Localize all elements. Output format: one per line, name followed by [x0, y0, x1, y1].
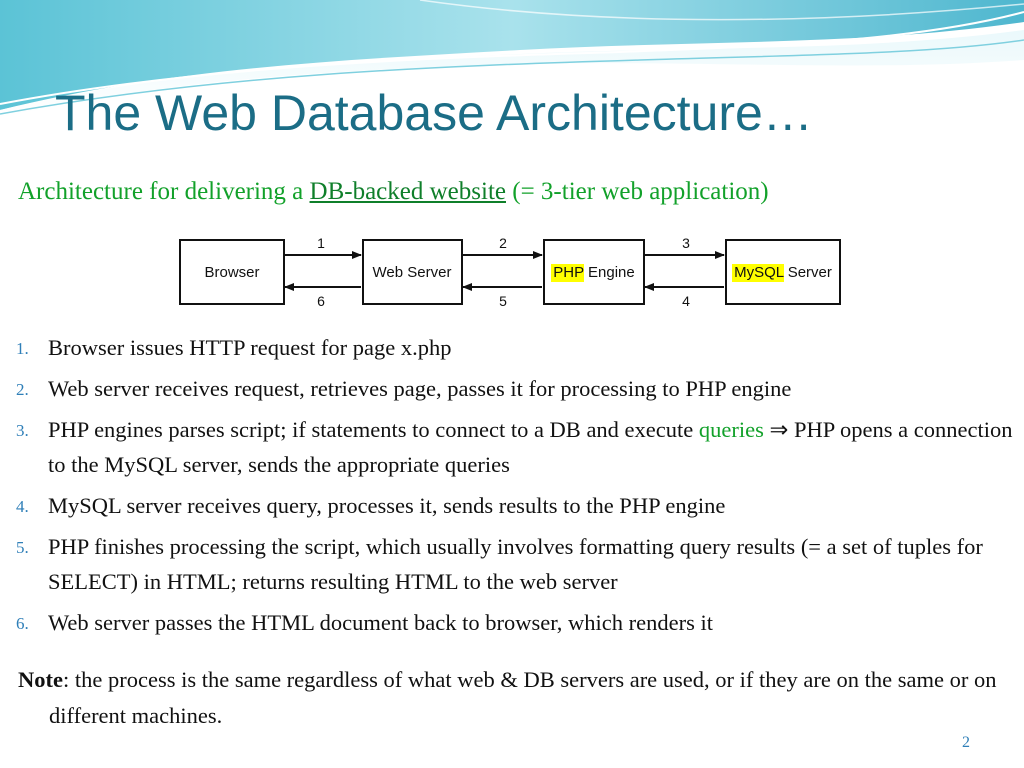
queries-keyword: queries — [698, 417, 764, 442]
slide-subtitle: Architecture for delivering a DB-backed … — [18, 178, 769, 206]
arrow-4-label: 4 — [682, 293, 690, 309]
steps-list: 1. Browser issues HTTP request for page … — [16, 330, 1016, 646]
php-highlight — [551, 264, 584, 282]
step-text-after: ⇒ PHP opens a connection to the MySQL se… — [48, 417, 1013, 477]
step-number: 3. — [16, 421, 29, 440]
mysql-highlight — [732, 264, 784, 282]
mysql-server-rest: Server — [784, 264, 832, 281]
browser-node — [179, 239, 285, 305]
step-text: Web server receives request, retrieves p… — [48, 376, 792, 401]
note-label: Note — [18, 667, 63, 692]
web-server-node — [362, 239, 463, 305]
step-text: Web server passes the HTML document back… — [48, 610, 714, 635]
arrow-2-label: 2 — [499, 235, 507, 251]
step-text-before: PHP engines parses script; if statements… — [48, 417, 699, 442]
step-4: 4. MySQL server receives query, processe… — [16, 488, 1016, 523]
header-wave-decoration — [0, 0, 1024, 118]
browser-node-label: Browser — [204, 264, 259, 281]
note-text: : the process is the same regardless of … — [49, 667, 997, 728]
slide-title: The Web Database Architecture… — [55, 85, 813, 141]
step-2: 2. Web server receives request, retrieve… — [16, 371, 1016, 406]
php-highlight-text: PHP — [553, 264, 584, 281]
php-engine-rest: Engine — [584, 264, 635, 281]
page-number: 2 — [962, 734, 970, 751]
php-engine-node-label: PHP Engine — [553, 264, 634, 281]
step-text: MySQL server receives query, processes i… — [48, 493, 726, 518]
step-5: 5. PHP finishes processing the script, w… — [16, 529, 1016, 599]
subtitle-suffix: (= 3-tier web application) — [506, 178, 769, 205]
step-6: 6. Web server passes the HTML document b… — [16, 605, 1016, 640]
arrow-1-label: 1 — [317, 235, 325, 251]
step-3: 3. PHP engines parses script; if stateme… — [16, 412, 1016, 482]
mysql-highlight-text: MySQL — [734, 264, 784, 281]
arrow-6-label: 6 — [317, 293, 325, 309]
step-number: 1. — [16, 339, 29, 358]
step-1: 1. Browser issues HTTP request for page … — [16, 330, 1016, 365]
step-number: 4. — [16, 497, 29, 516]
subtitle-prefix: Architecture for delivering a — [18, 178, 310, 205]
step-number: 5. — [16, 538, 29, 557]
arrow-5-label: 5 — [499, 293, 507, 309]
arrow-3-label: 3 — [682, 235, 690, 251]
step-number: 2. — [16, 380, 29, 399]
step-text: PHP finishes processing the script, whic… — [48, 534, 983, 594]
architecture-diagram: Browser Web Server PHP Engine MySQL Serv… — [151, 224, 862, 319]
web-server-node-label: Web Server — [373, 264, 452, 281]
db-backed-website-link[interactable]: DB-backed website — [309, 178, 506, 205]
mysql-server-node-label: MySQL Server — [734, 264, 832, 281]
note-paragraph: Note: the process is the same regardless… — [18, 662, 1024, 734]
step-text: Browser issues HTTP request for page x.p… — [48, 335, 452, 360]
step-number: 6. — [16, 614, 29, 633]
